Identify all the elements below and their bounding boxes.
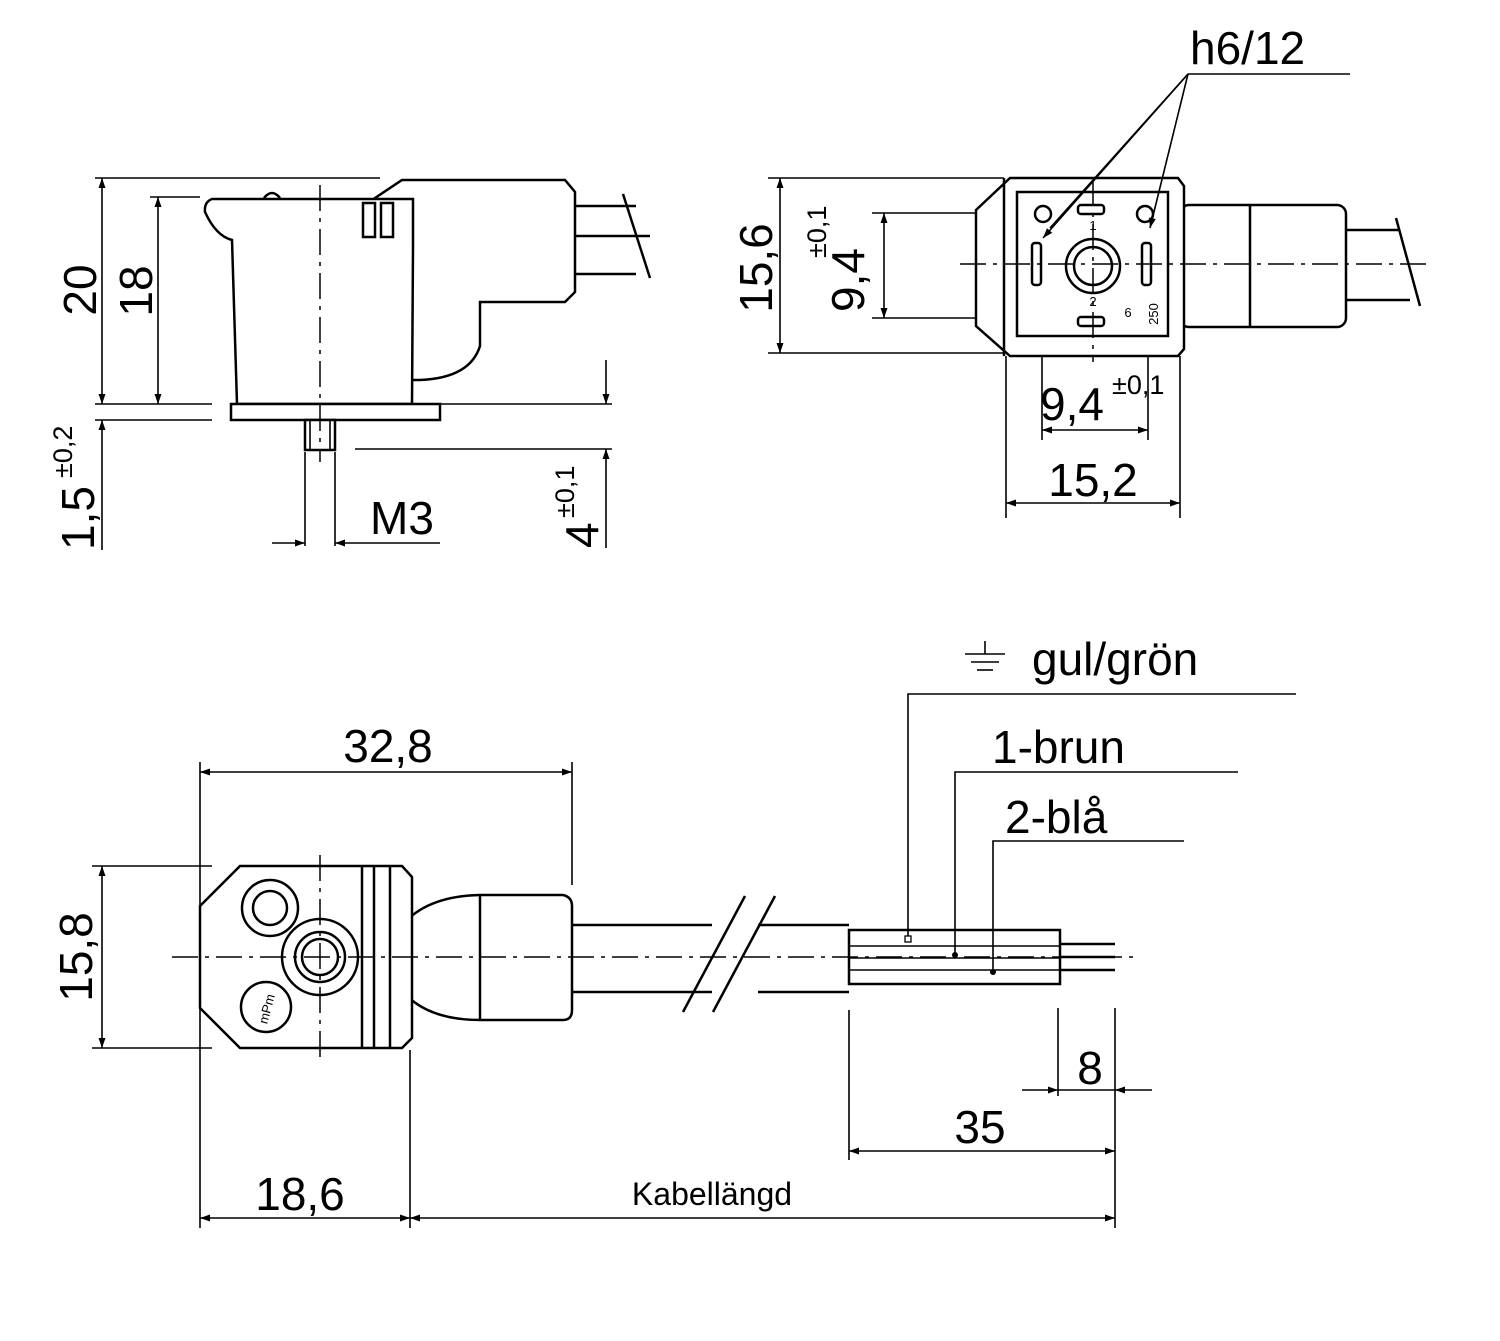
front-view: 1 2 6 250 h6/12 15,6 9,4 ±0,1 9,4 ±0,1 1… [730, 22, 1430, 518]
wire-brown-label: 1-brun [992, 721, 1125, 773]
side-flange [229, 402, 442, 422]
top-view: mPm 32,8 15,8 18,6 Kabellängd 35 [50, 633, 1296, 1228]
wire-blue-label: 2-blå [1005, 791, 1108, 843]
tol-9-4-h-label: ±0,1 [1112, 370, 1164, 400]
pin-slot-top [1076, 203, 1106, 216]
dim-9-4-h-label: 9,4 [1040, 378, 1104, 430]
ground-icon [965, 641, 1005, 671]
front-frame [974, 176, 1186, 358]
mark-6: 6 [1124, 305, 1131, 320]
side-body [203, 197, 415, 406]
front-nut [1178, 203, 1348, 329]
dim-4-label: 4 [556, 522, 608, 548]
top-hole [240, 878, 300, 938]
dim-9-4-v-label: 9,4 [822, 248, 874, 312]
ground-mark-icon [1033, 204, 1053, 224]
leader-brown [954, 771, 1238, 955]
cable-break-gap [712, 922, 758, 996]
dim-1-5-label: 1,5 [52, 486, 104, 550]
tol-4-label: ±0,1 [550, 466, 580, 518]
dim-18-label: 18 [110, 265, 162, 316]
top-hole-inner [251, 889, 289, 927]
logo-mark [239, 980, 293, 1034]
callout-leader [1148, 73, 1189, 229]
break-line [1394, 217, 1422, 307]
break-line [681, 895, 747, 1013]
callout-h6-12-label: h6/12 [1190, 22, 1305, 74]
dim-32-8-label: 32,8 [343, 720, 433, 772]
dim-8-label: 8 [1077, 1042, 1103, 1094]
dim-35-label: 35 [954, 1101, 1005, 1153]
leader-ground [907, 693, 1296, 940]
callout-leader [1049, 73, 1189, 229]
tol-9-4-v-label: ±0,1 [802, 206, 832, 258]
pin-slot-bottom [1076, 315, 1106, 328]
leader-dot [990, 969, 996, 975]
dim-kabellangd-label: Kabellängd [632, 1176, 792, 1212]
dim-20-label: 20 [54, 264, 106, 315]
dim-15-6-label: 15,6 [730, 223, 782, 313]
side-view: 20 18 1,5 ±0,2 M3 4 ±0,1 [48, 177, 652, 550]
side-tab [379, 201, 395, 239]
leader-dot [952, 952, 958, 958]
dim-m3-label: M3 [370, 492, 434, 544]
dim-15-8-label: 15,8 [50, 912, 102, 1002]
leader-blue [992, 840, 1184, 972]
mark-250: 250 [1146, 303, 1161, 325]
dim-18-6-label: 18,6 [255, 1168, 345, 1220]
break-line [621, 193, 652, 279]
leader-dot [904, 935, 912, 943]
side-notch [263, 191, 281, 199]
dim-15-2-label: 15,2 [1048, 454, 1138, 506]
tol-1-5-label: ±0,2 [48, 426, 78, 478]
side-tab [361, 201, 377, 239]
wire-ground-label: gul/grön [1032, 633, 1198, 685]
break-line [711, 895, 777, 1013]
